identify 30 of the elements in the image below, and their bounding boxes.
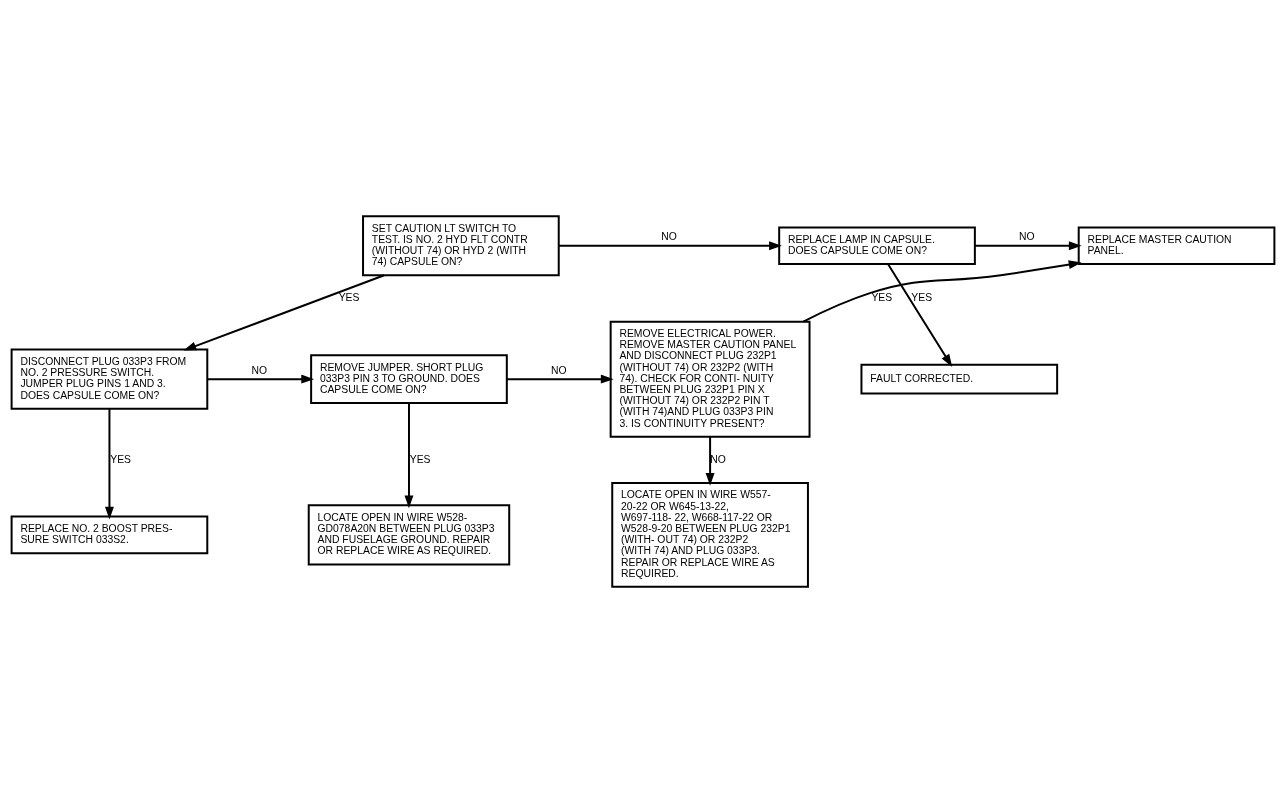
edge-label: YES bbox=[409, 453, 431, 465]
arrow bbox=[558, 241, 782, 251]
node-box: REPLACE MASTER CAUTION PANEL. bbox=[1077, 226, 1276, 266]
node-box: REPLACE LAMP IN CAPSULE. DOES CAPSULE COME ON? bbox=[778, 226, 976, 266]
arrow bbox=[973, 241, 1082, 251]
arrow bbox=[887, 263, 953, 367]
edge-label: NO bbox=[710, 453, 726, 465]
edge-label: NO bbox=[251, 364, 267, 376]
node-box: LOCATE OPEN IN WIRE W528- GD078A20N BETWEEN PLUG 033P3 AND FUSELAGE GROUND. REPAIR OR REPLACE WIRE AS REQUIRED. bbox=[307, 504, 511, 566]
arrow bbox=[705, 435, 715, 486]
edge-label: NO bbox=[661, 231, 677, 243]
edge-label: NO bbox=[1019, 231, 1035, 243]
arrow bbox=[183, 274, 386, 351]
node-box: REMOVE JUMPER. SHORT PLUG 033P3 PIN 3 TO GROUND. DOES CAPSULE COME ON? bbox=[310, 354, 508, 405]
node-box: REPLACE NO. 2 BOOST PRES- SURE SWITCH 033S2. bbox=[10, 515, 209, 555]
arrow bbox=[802, 260, 1082, 323]
node-box: REMOVE ELECTRICAL POWER. REMOVE MASTER CAUTION PANEL AND DISCONNECT PLUG 232P1 (WITHOUT 74) OR 232P2 (WITH 74). CHECK FOR CONTI- NUITY BETWEEN PLUG 232P1 PIN X (WITHOUT 74) OR 232P2 PIN T (WITH 74)AND PLUG 033P3 PIN 3. IS CONTINUITY PRESENT? bbox=[609, 320, 811, 438]
edge-label: YES bbox=[911, 292, 933, 304]
arrow bbox=[404, 402, 414, 509]
edge-label: YES bbox=[338, 292, 360, 304]
arrow bbox=[505, 374, 614, 384]
edge-label: YES bbox=[110, 453, 132, 465]
node-box: FAULT CORRECTED. bbox=[860, 363, 1059, 395]
arrow bbox=[206, 374, 315, 384]
node-box: DISCONNECT PLUG 033P3 FROM NO. 2 PRESSURE SWITCH. JUMPER PLUG PINS 1 AND 3. DOES CAPSULE COME ON? bbox=[10, 348, 209, 410]
node-box: SET CAUTION LT SWITCH TO TEST. IS NO. 2 HYD FLT CONTR (WITHOUT 74) OR HYD 2 (WITH 74) CAPSULE ON? bbox=[362, 215, 560, 277]
edge-label: YES bbox=[871, 292, 893, 304]
edge-label: NO bbox=[550, 364, 567, 376]
arrow bbox=[104, 407, 114, 520]
node-box: LOCATE OPEN IN WIRE W557- 20-22 OR W645-13-22, W697-118- 22, W668-117-22 OR W528-9-20 BETWEEN PLUG 232P1 (WITH- OUT 74) OR 232P2 (WITH 74) AND PLUG 033P3. REPAIR OR REPLACE WIRE AS REQUIRED. bbox=[611, 481, 809, 588]
